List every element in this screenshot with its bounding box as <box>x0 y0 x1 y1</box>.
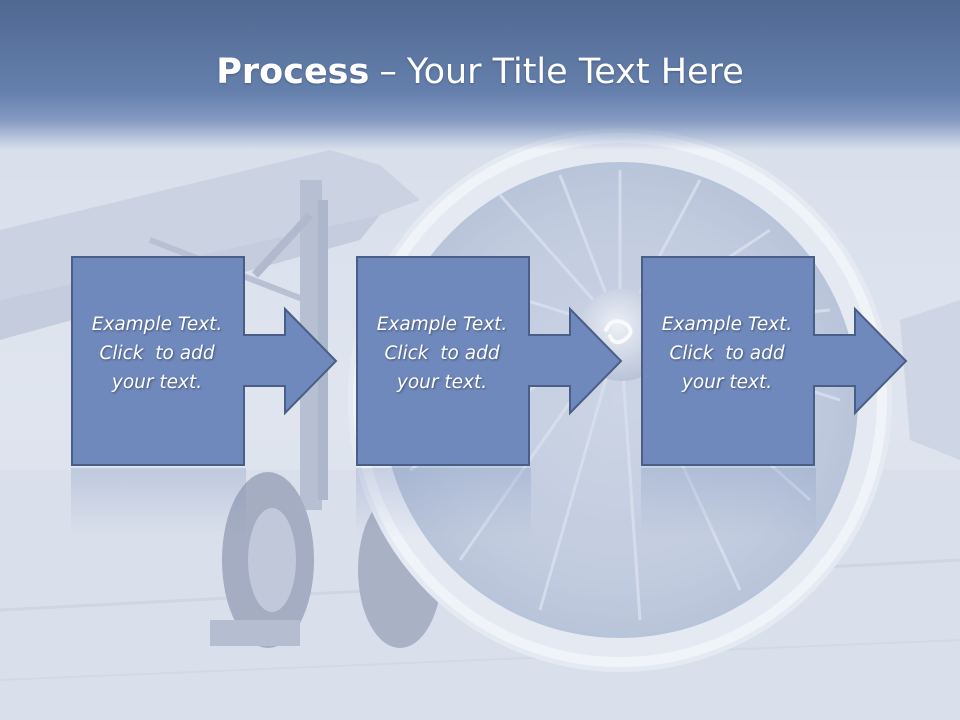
process-step-3[interactable]: Example Text. Click to add your text. <box>641 256 941 468</box>
step-1-text[interactable]: Example Text. Click to add your text. <box>71 310 243 397</box>
step-1-line-2: Click to add <box>99 343 215 364</box>
slide-title[interactable]: Process–Your Title Text Here <box>0 52 960 92</box>
step-3-reflection <box>641 468 816 538</box>
step-2-line-2: Click to add <box>384 343 500 364</box>
arrow-callout-right-icon <box>356 256 623 466</box>
title-bold-text: Process <box>216 52 370 92</box>
step-2-line-3: your text. <box>396 372 488 393</box>
arrow-callout-right-icon <box>641 256 908 466</box>
title-bar <box>0 0 960 150</box>
step-1-line-1: Example Text. <box>91 314 223 335</box>
step-2-text[interactable]: Example Text. Click to add your text. <box>356 310 528 397</box>
step-1-reflection <box>71 468 246 538</box>
step-3-line-2: Click to add <box>669 343 785 364</box>
step-3-line-1: Example Text. <box>661 314 793 335</box>
step-2-reflection <box>356 468 531 538</box>
step-2-line-1: Example Text. <box>376 314 508 335</box>
title-rest-text: Your Title Text Here <box>406 52 744 92</box>
arrow-callout-right-icon <box>71 256 338 466</box>
step-1-line-3: your text. <box>111 372 203 393</box>
process-step-1[interactable]: Example Text. Click to add your text. <box>71 256 371 468</box>
step-3-line-3: your text. <box>681 372 773 393</box>
process-step-2[interactable]: Example Text. Click to add your text. <box>356 256 656 468</box>
step-3-text[interactable]: Example Text. Click to add your text. <box>641 310 813 397</box>
title-separator: – <box>379 52 397 92</box>
